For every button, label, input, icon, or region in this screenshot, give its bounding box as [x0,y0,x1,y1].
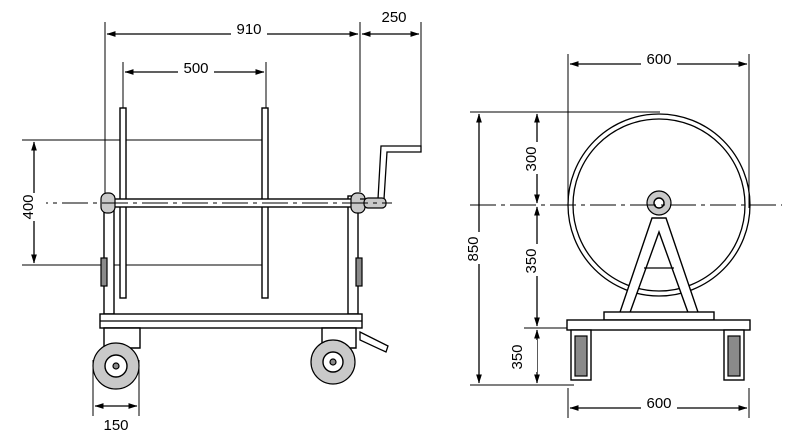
label-bg-500 [178,61,214,77]
dim-label-350-lower: 350 [509,344,526,369]
label-bg-300 [525,142,549,174]
label-bg-850 [467,232,491,264]
frame-left-clamp [100,257,108,287]
label-bg-350-upper [525,244,549,276]
dim-label-600-bottom: 600 [646,395,671,412]
dim-label-150: 150 [103,417,128,434]
front-view: 600 850 300 350 350 600 [465,51,782,418]
frame-left-post [103,195,115,315]
dim-label-250: 250 [381,9,406,26]
dim-label-910: 910 [236,21,261,38]
front-hub-center [653,197,665,209]
label-bg-400 [22,193,46,221]
a-frame-foot [603,311,715,321]
brake-lever [359,330,389,353]
label-bg-910 [231,22,267,38]
dim-label-300: 300 [523,146,540,171]
frame-right-clamp [355,257,363,287]
crank-handle-arm [360,145,422,200]
dim-label-350-upper: 350 [523,248,540,273]
side-view: 910 250 500 400 150 [20,9,422,434]
dim-label-500: 500 [183,60,208,77]
label-bg-600-top [641,52,677,68]
front-left-caster-wheel [574,335,588,377]
front-right-caster-wheel [727,335,741,377]
left-caster-axle [112,362,120,370]
dim-label-400: 400 [20,194,37,219]
label-bg-600-bottom [641,396,677,412]
front-base-plate [566,319,751,331]
frame-right-post [347,195,359,315]
right-caster-axle [329,358,337,366]
dim-label-850: 850 [465,236,482,261]
label-bg-350-lower [521,340,537,372]
dim-label-600-top: 600 [646,51,671,68]
